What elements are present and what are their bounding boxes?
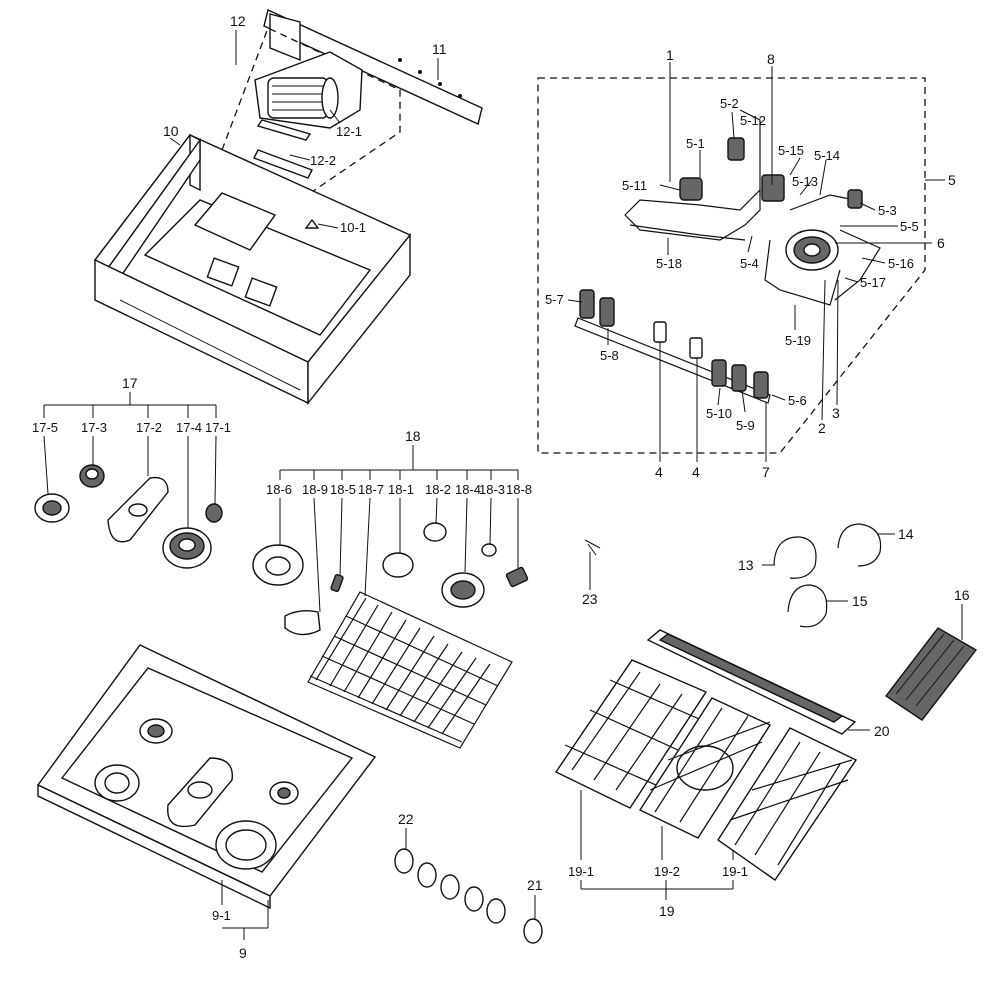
label-19-1b: 19-1 <box>722 864 748 879</box>
label-10-1: 10-1 <box>340 220 366 235</box>
part-10-oven-body <box>93 133 412 406</box>
label-5-15: 5-15 <box>778 143 804 158</box>
label-22: 22 <box>398 811 414 827</box>
label-12-1: 12-1 <box>336 124 362 139</box>
label-10: 10 <box>163 123 179 139</box>
label-20: 20 <box>874 723 890 739</box>
label-3: 3 <box>832 405 840 421</box>
label-18-3: 18-3 <box>479 482 505 497</box>
part-17-burner-parts <box>34 464 223 569</box>
label-11: 11 <box>432 41 447 57</box>
label-5-6: 5-6 <box>788 393 807 408</box>
label-5-7: 5-7 <box>545 292 564 307</box>
label-5-3: 5-3 <box>878 203 897 218</box>
label-7: 7 <box>762 464 770 480</box>
label-16: 16 <box>954 587 970 603</box>
label-5-14: 5-14 <box>814 148 840 163</box>
part-13-15-rings <box>773 523 882 628</box>
part-19-grates <box>554 659 858 881</box>
label-18-1: 18-1 <box>388 482 414 497</box>
label-18-7: 18-7 <box>358 482 384 497</box>
label-5-4: 5-4 <box>740 256 759 271</box>
label-14: 14 <box>898 526 914 542</box>
label-8: 8 <box>767 51 775 67</box>
label-5-19: 5-19 <box>785 333 811 348</box>
label-5-8: 5-8 <box>600 348 619 363</box>
label-17-2: 17-2 <box>136 420 162 435</box>
label-19: 19 <box>659 903 675 919</box>
label-5: 5 <box>948 172 956 188</box>
label-18-5: 18-5 <box>330 482 356 497</box>
part-11-rear-bracket <box>263 9 483 125</box>
label-5-11: 5-11 <box>622 178 647 193</box>
label-19-2: 19-2 <box>654 864 680 879</box>
label-5-12: 5-12 <box>740 113 766 128</box>
label-17-5: 17-5 <box>32 420 58 435</box>
part-16-filter <box>884 627 978 721</box>
label-5-13: 5-13 <box>792 174 818 189</box>
label-5-17: 5-17 <box>860 275 886 290</box>
label-1: 1 <box>666 47 674 63</box>
label-17-4: 17-4 <box>176 420 202 435</box>
label-19-1a: 19-1 <box>568 864 594 879</box>
label-18-8: 18-8 <box>506 482 532 497</box>
label-17-3: 17-3 <box>81 420 107 435</box>
label-6: 6 <box>937 235 945 251</box>
part-18-burner-parts <box>252 522 529 636</box>
label-9: 9 <box>239 945 247 961</box>
callout-lines <box>43 30 963 940</box>
label-21: 21 <box>527 877 543 893</box>
label-17: 17 <box>122 375 138 391</box>
part-18-7-wire-rack <box>307 591 513 749</box>
label-5-18: 5-18 <box>656 256 682 271</box>
label-5-9: 5-9 <box>736 418 755 433</box>
label-18: 18 <box>405 428 421 444</box>
part-9-cooktop <box>36 644 377 910</box>
label-5-10: 5-10 <box>706 406 732 421</box>
label-4b: 4 <box>692 464 700 480</box>
label-18-4: 18-4 <box>455 482 481 497</box>
label-5-1: 5-1 <box>686 136 705 151</box>
part-5-gas-valve-group <box>537 77 926 454</box>
label-12: 12 <box>230 13 246 29</box>
label-5-2: 5-2 <box>720 96 739 111</box>
label-5-5: 5-5 <box>900 219 919 234</box>
label-5-16: 5-16 <box>888 256 914 271</box>
label-23: 23 <box>582 591 598 607</box>
label-18-6: 18-6 <box>266 482 292 497</box>
label-13: 13 <box>738 557 754 573</box>
label-2: 2 <box>818 420 826 436</box>
label-9-1: 9-1 <box>212 908 231 923</box>
part-21-22-knobs <box>394 848 543 944</box>
label-18-2: 18-2 <box>425 482 451 497</box>
label-15: 15 <box>852 593 868 609</box>
part-23-pin <box>584 539 601 556</box>
part-12-blower-group <box>221 27 401 201</box>
part-20-vent-trim <box>646 629 857 735</box>
label-4a: 4 <box>655 464 663 480</box>
label-12-2: 12-2 <box>310 153 336 168</box>
label-18-9: 18-9 <box>302 482 328 497</box>
label-17-1: 17-1 <box>205 420 231 435</box>
part-labels: 12 11 12-1 12-2 10 10-1 1 8 5 5-2 5-12 5… <box>32 13 970 961</box>
